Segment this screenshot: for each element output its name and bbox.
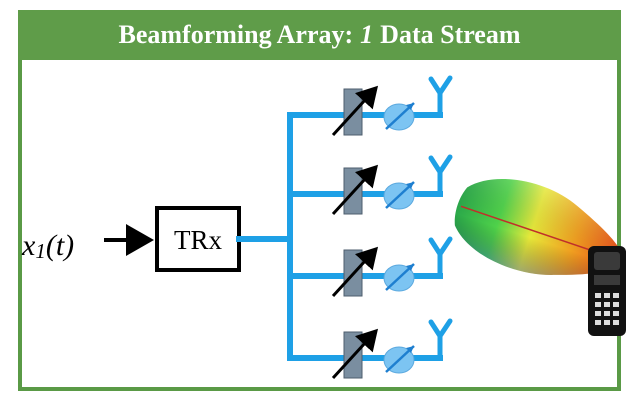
beam-lobe-icon [454, 179, 624, 275]
antenna-branch [287, 154, 453, 216]
input-arg: (t) [46, 229, 74, 262]
gain-arrow [331, 85, 379, 137]
phase-arrowhead [406, 103, 414, 110]
antenna-icon [428, 154, 453, 197]
antenna-branch [287, 75, 453, 137]
phase-arrowhead [406, 346, 414, 353]
antenna-branch [287, 318, 453, 380]
phase-arrowhead [406, 264, 414, 271]
antenna-branch [287, 236, 453, 298]
antenna-icon [428, 75, 453, 118]
antenna-icon [428, 318, 453, 361]
antenna-icon [428, 236, 453, 279]
trx-label: TRx [174, 225, 223, 255]
antenna-branches [287, 75, 453, 380]
diagram-title: Beamforming Array: 1 Data Stream [18, 10, 621, 60]
input-subscript: 1 [35, 239, 46, 263]
gain-arrow [331, 328, 379, 380]
feed-network [236, 112, 293, 361]
phase-arrowhead [406, 182, 414, 189]
trx-block [155, 206, 241, 272]
title-prefix: Beamforming Array: [118, 20, 354, 49]
gain-arrow [331, 164, 379, 216]
title-count: 1 [360, 20, 374, 49]
input-signal-label: x1(t) [21, 229, 74, 263]
mobile-phone-icon [588, 246, 626, 336]
gain-arrow [331, 246, 379, 298]
input-base: x [21, 229, 36, 262]
title-suffix: Data Stream [380, 20, 521, 49]
